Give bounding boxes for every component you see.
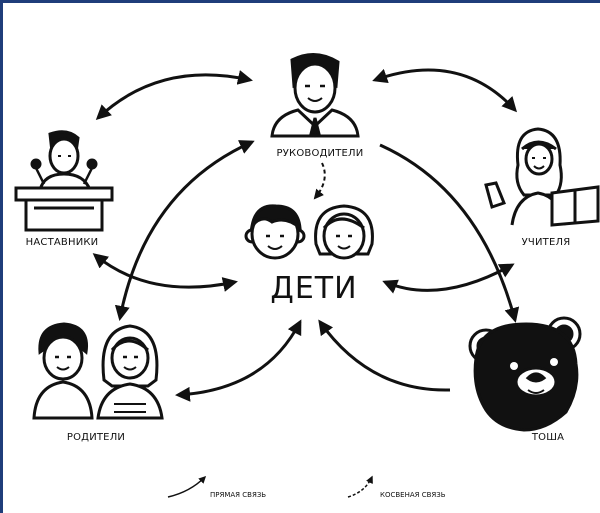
- node-label-tosha: ТОША: [531, 432, 564, 443]
- speaker-at-podium-icon: [14, 130, 114, 232]
- arrow-teachers-children: [382, 263, 515, 294]
- legend-indirect-arrow-icon: [347, 475, 373, 498]
- node-label-mentors: НАСТАВНИКИ: [26, 237, 99, 248]
- connections: [92, 68, 520, 402]
- parents-couple-icon: [32, 322, 164, 420]
- node-label-teachers: УЧИТЕЛЯ: [522, 237, 571, 248]
- arrow-mentors-leaders: [95, 70, 253, 121]
- legend-indirect-label: КОСВЕНАЯ СВЯЗЬ: [380, 491, 446, 499]
- arrow-leaders-children-indirect: [313, 162, 326, 200]
- center-label-children: ДЕТИ: [270, 271, 357, 306]
- legend-direct-label: ПРЯМАЯ СВЯЗЬ: [210, 491, 266, 499]
- arrow-parents-children: [175, 319, 302, 402]
- node-label-leaders: РУКОВОДИТЕЛИ: [277, 148, 364, 159]
- arrow-mentors-children: [92, 253, 238, 292]
- arrow-leaders-tosha: [379, 143, 520, 323]
- teacher-with-book-icon: [484, 127, 600, 227]
- arrow-leaders-parents: [114, 140, 255, 321]
- children-faces-icon: [244, 204, 374, 260]
- legend: ПРЯМАЯ СВЯЗЬ КОСВЕНАЯ СВЯЗЬ: [167, 475, 446, 499]
- node-label-parents: РОДИТЕЛИ: [67, 432, 125, 443]
- businessman-icon: [270, 53, 360, 138]
- arrow-leaders-teachers: [372, 68, 518, 113]
- arrow-tosha-children: [318, 319, 451, 392]
- legend-direct-arrow-icon: [167, 475, 207, 498]
- bear-mascot-icon: [468, 316, 582, 432]
